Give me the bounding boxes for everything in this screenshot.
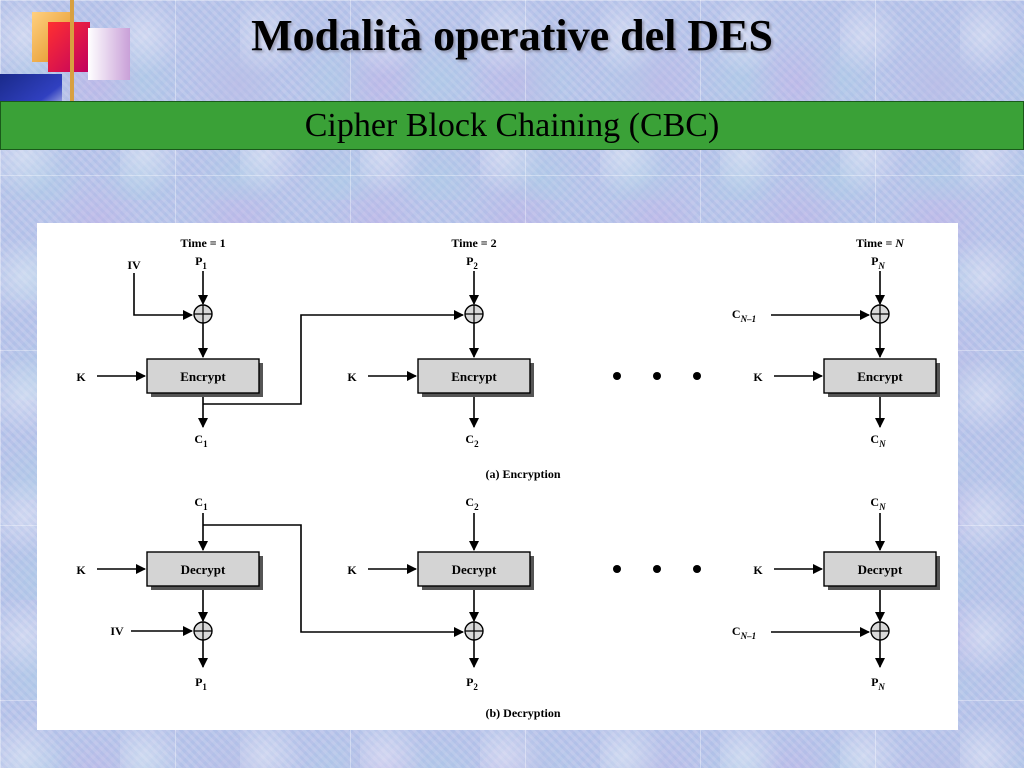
encryption-caption: (a) Encryption	[486, 467, 561, 481]
chain-arrow	[203, 310, 464, 405]
xor-symbol	[193, 621, 213, 641]
decrypt-box: Decrypt	[146, 551, 263, 590]
decryption-caption: (b) Decryption	[486, 706, 561, 720]
slide-title: Modalità operative del DES	[251, 11, 773, 60]
encrypt-box: Encrypt	[823, 358, 940, 397]
time-label: Time = 1	[180, 236, 225, 250]
box-label: Decrypt	[181, 562, 226, 577]
box-label: Encrypt	[857, 369, 903, 384]
plaintext-label: P1	[195, 254, 207, 271]
ciphertext-label: C2	[465, 495, 479, 512]
time-label: Time = 2	[451, 236, 496, 250]
box-label: Decrypt	[858, 562, 903, 577]
box-label: Encrypt	[180, 369, 226, 384]
iv-arrow	[133, 273, 193, 320]
prev-ciphertext-label: CN–1	[732, 624, 756, 641]
ellipsis-dots	[613, 372, 701, 380]
subtitle-bar: Cipher Block Chaining (CBC)	[0, 101, 1024, 150]
key-label: K	[753, 563, 763, 577]
encrypt-box: Encrypt	[417, 358, 534, 397]
decrypt-box: Decrypt	[417, 551, 534, 590]
plaintext-label: PN	[871, 675, 885, 692]
key-label: K	[753, 370, 763, 384]
box-label: Decrypt	[452, 562, 497, 577]
key-label: K	[347, 370, 357, 384]
key-label: K	[76, 370, 86, 384]
ciphertext-label: CN	[870, 432, 886, 449]
ciphertext-label: C2	[465, 432, 479, 449]
ciphertext-label: C1	[194, 432, 208, 449]
xor-symbol	[464, 304, 484, 324]
chain-arrow	[203, 524, 464, 637]
ellipsis-dots	[613, 565, 701, 573]
key-label: K	[347, 563, 357, 577]
prev-ciphertext-label: CN–1	[732, 307, 756, 324]
box-label: Encrypt	[451, 369, 497, 384]
xor-symbol	[870, 621, 890, 641]
plaintext-label: P2	[466, 254, 478, 271]
ciphertext-label: CN	[870, 495, 886, 512]
key-label: K	[76, 563, 86, 577]
xor-symbol	[193, 304, 213, 324]
iv-label: IV	[127, 258, 141, 272]
plaintext-label: P2	[466, 675, 478, 692]
plaintext-label: P1	[195, 675, 207, 692]
encrypt-box: Encrypt	[146, 358, 263, 397]
decrypt-box: Decrypt	[823, 551, 940, 590]
xor-symbol	[464, 621, 484, 641]
slide-subtitle: Cipher Block Chaining (CBC)	[304, 106, 720, 144]
ciphertext-label: C1	[194, 495, 208, 512]
time-label: Time = N	[856, 236, 905, 250]
iv-label: IV	[110, 624, 124, 638]
xor-symbol	[870, 304, 890, 324]
plaintext-label: PN	[871, 254, 885, 271]
